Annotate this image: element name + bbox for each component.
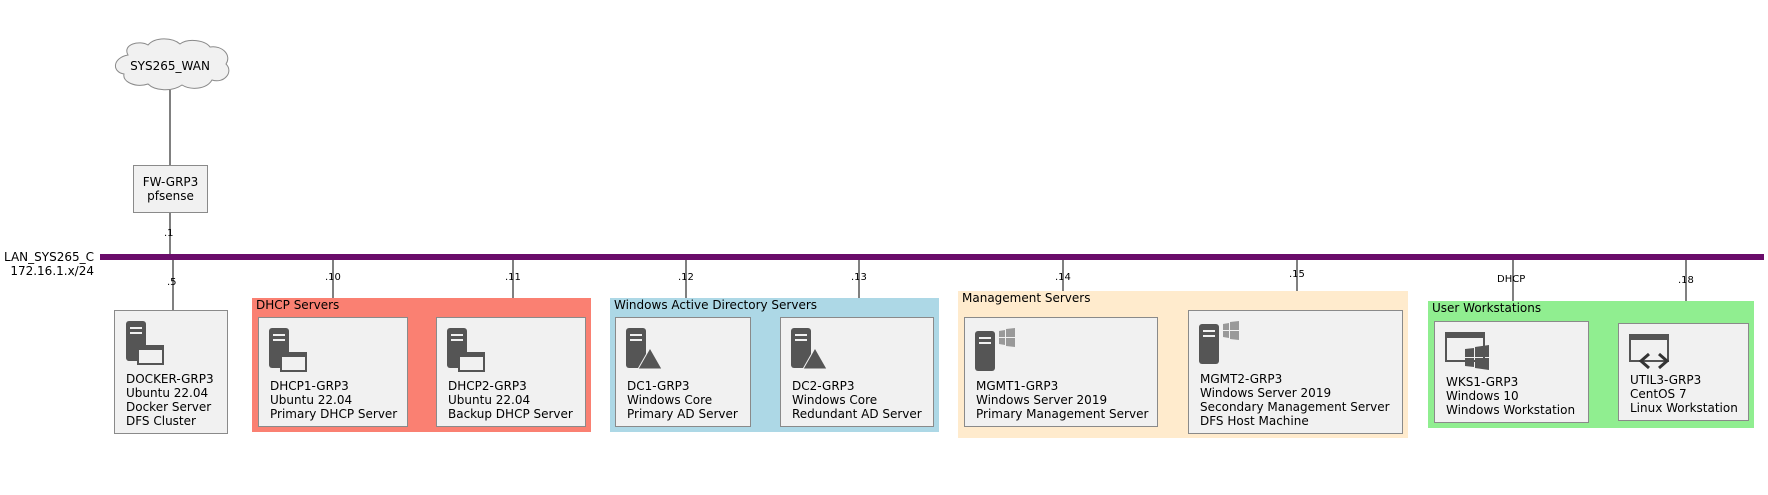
dc1-address: .12 — [678, 272, 694, 283]
host-name: WKS1-GRP3 — [1446, 375, 1519, 389]
group-title: Windows Active Directory Servers — [614, 298, 818, 312]
host-os: Windows Server 2019 — [976, 393, 1108, 407]
lan-name: LAN_SYS265_C — [4, 250, 94, 264]
linux-server-icon — [447, 328, 485, 372]
host-role: Linux Workstation — [1630, 401, 1738, 415]
group-title: User Workstations — [1432, 301, 1542, 315]
firewall-node[interactable]: FW-GRP3 pfsense — [133, 165, 208, 213]
docker-address: .5 — [167, 277, 177, 288]
host-os: Windows Core — [792, 393, 878, 407]
host-dc2[interactable]: DC2-GRP3 Windows Core Redundant AD Serve… — [780, 317, 934, 427]
linux-server-icon — [269, 328, 307, 372]
firewall-address: .1 — [164, 228, 174, 239]
host-util3[interactable]: UTIL3-GRP3 CentOS 7 Linux Workstation — [1618, 323, 1749, 421]
firewall-os: pfsense — [147, 189, 194, 203]
host-docker[interactable]: DOCKER-GRP3 Ubuntu 22.04 Docker Server D… — [114, 310, 228, 434]
core-server-icon — [791, 328, 828, 370]
linux-server-icon — [126, 321, 164, 365]
host-name: MGMT1-GRP3 — [976, 379, 1059, 393]
windows-workstation-icon — [1445, 332, 1489, 370]
windows-server-icon — [1199, 321, 1239, 364]
host-os: Ubuntu 22.04 — [126, 386, 209, 400]
host-role: Windows Workstation — [1446, 403, 1576, 417]
host-name: DC1-GRP3 — [627, 379, 690, 393]
host-dhcp1[interactable]: DHCP1-GRP3 Ubuntu 22.04 Primary DHCP Ser… — [258, 317, 408, 427]
firewall-name: FW-GRP3 — [142, 175, 199, 189]
host-os: CentOS 7 — [1630, 387, 1687, 401]
wan-label: SYS265_WAN — [130, 59, 210, 73]
host-name: DOCKER-GRP3 — [126, 372, 214, 386]
host-name: DC2-GRP3 — [792, 379, 855, 393]
host-name: MGMT2-GRP3 — [1200, 372, 1283, 386]
core-server-icon — [626, 328, 663, 370]
util3-address: .18 — [1678, 275, 1694, 286]
host-role: Secondary Management Server — [1200, 400, 1390, 414]
host-mgmt2[interactable]: MGMT2-GRP3 Windows Server 2019 Secondary… — [1188, 310, 1403, 434]
mgmt1-address: .14 — [1055, 272, 1071, 283]
host-name: DHCP1-GRP3 — [270, 379, 349, 393]
lan-subnet: 172.16.1.x/24 — [10, 264, 94, 278]
host-role: Redundant AD Server — [792, 407, 922, 421]
group-title: Management Servers — [962, 291, 1091, 305]
host-role: Primary DHCP Server — [270, 407, 398, 421]
wks1-address: DHCP — [1497, 274, 1526, 285]
host-os: Windows Core — [627, 393, 713, 407]
host-name: DHCP2-GRP3 — [448, 379, 527, 393]
dhcp2-address: .11 — [505, 272, 521, 283]
group-title: DHCP Servers — [256, 298, 340, 312]
lan-bus — [100, 254, 1764, 260]
host-dhcp2[interactable]: DHCP2-GRP3 Ubuntu 22.04 Backup DHCP Serv… — [436, 317, 586, 427]
code-workstation-icon — [1629, 334, 1670, 370]
wan-cloud-icon — [115, 38, 230, 91]
dc2-address: .13 — [851, 272, 867, 283]
windows-server-icon — [975, 328, 1015, 371]
host-dc1[interactable]: DC1-GRP3 Windows Core Primary AD Server — [615, 317, 751, 427]
host-os: Windows Server 2019 — [1200, 386, 1332, 400]
host-extra: DFS Host Machine — [1200, 414, 1309, 428]
host-os: Windows 10 — [1446, 389, 1519, 403]
dhcp1-address: .10 — [325, 272, 341, 283]
host-role: Primary AD Server — [627, 407, 738, 421]
mgmt2-address: .15 — [1289, 269, 1305, 280]
host-mgmt1[interactable]: MGMT1-GRP3 Windows Server 2019 Primary M… — [964, 317, 1158, 427]
connectors — [169, 90, 1687, 323]
host-role: Docker Server — [126, 400, 212, 414]
host-os: Ubuntu 22.04 — [448, 393, 531, 407]
host-os: Ubuntu 22.04 — [270, 393, 353, 407]
host-role: Primary Management Server — [976, 407, 1149, 421]
host-name: UTIL3-GRP3 — [1630, 373, 1702, 387]
host-extra: DFS Cluster — [126, 414, 196, 428]
lan-label: LAN_SYS265_C 172.16.1.x/24 — [0, 250, 94, 278]
host-role: Backup DHCP Server — [448, 407, 573, 421]
host-wks1[interactable]: WKS1-GRP3 Windows 10 Windows Workstation — [1434, 321, 1589, 423]
